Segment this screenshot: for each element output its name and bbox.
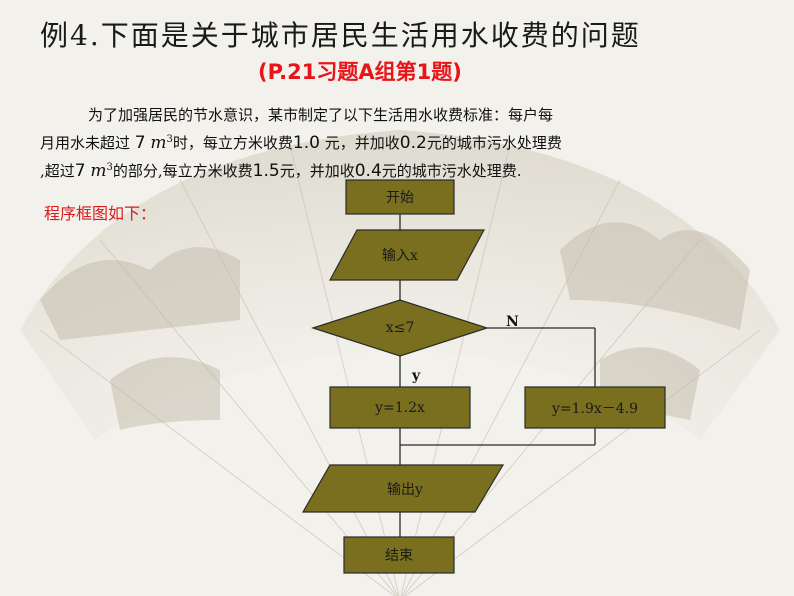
problem-text-line-1: 为了加强居民的节水意识，某市制定了以下生活用水收费标准：每户每: [88, 106, 554, 124]
no-branch-label: N: [506, 314, 519, 330]
end-label: 结束: [385, 548, 413, 564]
page-title: 例4.下面是关于城市居民生活用水收费的问题: [40, 19, 641, 52]
input-label: 输入x: [382, 248, 418, 264]
decision-diamond: [311, 299, 489, 357]
problem-reference: (P.21习题A组第1题): [258, 60, 462, 84]
output-label: 输出y: [387, 481, 423, 498]
problem-text-line-3: ,超过7 m3的部分,每立方米收费1.5元，并加收0.4元的城市污水处理费.: [40, 161, 522, 181]
process-yes-box: [329, 386, 471, 429]
decision-label: x≤7: [385, 320, 415, 336]
process-yes-label: y=1.2x: [375, 399, 425, 416]
start-terminal: [345, 179, 455, 215]
output-parallelogram: [301, 464, 505, 513]
process-no-label: y=1.9x－4.9: [551, 400, 639, 417]
process-no-box: [524, 386, 666, 429]
input-parallelogram: [328, 229, 486, 281]
flowchart-intro: 程序框图如下：: [44, 204, 157, 223]
yes-branch-label: y: [412, 368, 421, 384]
start-label: 开始: [386, 190, 414, 206]
problem-text-line-2: 月用水未超过 7 m3时，每立方米收费1.0 元，并加收0.2元的城市污水处理费: [40, 133, 562, 153]
end-terminal: [343, 536, 455, 574]
